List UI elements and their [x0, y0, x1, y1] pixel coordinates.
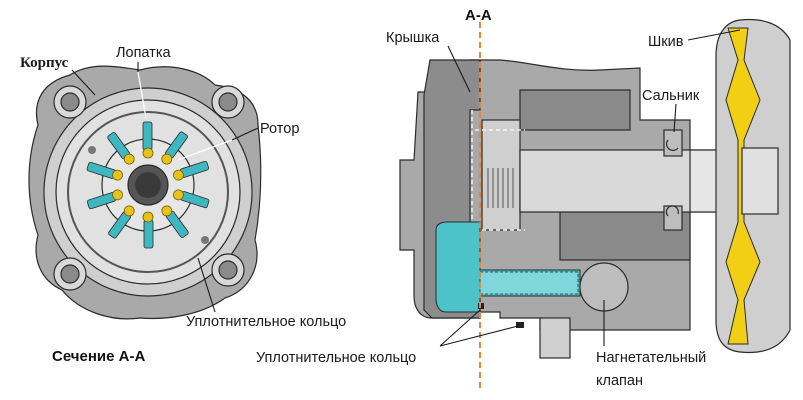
pins	[112, 147, 184, 223]
leader-rotor-white	[177, 139, 233, 161]
boss-top-right-hole	[218, 92, 238, 112]
leader-seal-ring-bottom-2	[439, 325, 519, 347]
pin	[112, 169, 123, 181]
boss-bottom-right-hole	[218, 260, 238, 280]
right-annotations: Крышка Шкив Сальник Уплотнительное кольц…	[256, 29, 741, 389]
leader-oil-seal	[673, 103, 677, 133]
label-seal-ring-left: Уплотнительное кольцо	[186, 314, 346, 330]
label-rotor: Ротор	[260, 121, 299, 137]
label-cover: Крышка	[386, 30, 440, 46]
fluid-passage-light	[479, 271, 579, 295]
pin	[173, 169, 184, 181]
pin	[142, 147, 154, 159]
section-mark: А-А	[465, 7, 492, 24]
seal-ring-small	[516, 322, 524, 328]
seal-ring-groove	[67, 111, 229, 273]
outlet-port	[539, 317, 571, 359]
vanes	[86, 121, 210, 249]
leader-housing	[71, 69, 96, 96]
port-hole	[88, 146, 96, 154]
pulley-hub	[741, 147, 779, 215]
leader-seal-ring-left	[197, 257, 216, 313]
boss-top-left-hole	[60, 92, 80, 112]
pin	[161, 205, 173, 217]
leader-vane-white	[137, 71, 147, 119]
leader-cover	[447, 45, 471, 93]
pin	[173, 189, 184, 201]
shaft-bore-inner	[135, 172, 161, 198]
leader-pulley	[687, 29, 741, 41]
vane	[142, 121, 153, 151]
label-vane: Лопатка	[116, 45, 171, 61]
pump-cross-section	[28, 65, 262, 320]
label-seal-ring-bottom: Уплотнительное кольцо	[256, 350, 416, 366]
pin	[123, 153, 135, 165]
left-annotations: Корпус Лопатка Ротор Уплотнительное коль…	[20, 45, 346, 365]
pin	[123, 205, 135, 217]
leader-rotor	[231, 127, 259, 141]
pin	[112, 189, 123, 201]
label-oil-seal: Сальник	[642, 88, 700, 104]
section-caption: Сечение А-А	[52, 348, 145, 365]
inner-chamber	[519, 89, 631, 131]
vane	[143, 219, 154, 249]
section-dashes	[471, 110, 525, 300]
pump-longitudinal-section	[399, 59, 781, 359]
label-pressure-valve-line2: клапан	[596, 373, 643, 389]
label-housing: Корпус	[20, 55, 69, 71]
leader-seal-ring-bottom-1	[439, 309, 481, 347]
label-pressure-valve-line1: Нагнетательный	[596, 350, 706, 366]
port-hole	[201, 236, 209, 244]
label-pulley: Шкив	[648, 34, 684, 50]
boss-bottom-left-hole	[60, 264, 80, 284]
pin	[161, 153, 173, 165]
pulley	[715, 18, 791, 354]
rotor-teeth	[487, 168, 514, 208]
pin	[142, 211, 154, 223]
oil-seal	[663, 129, 683, 231]
